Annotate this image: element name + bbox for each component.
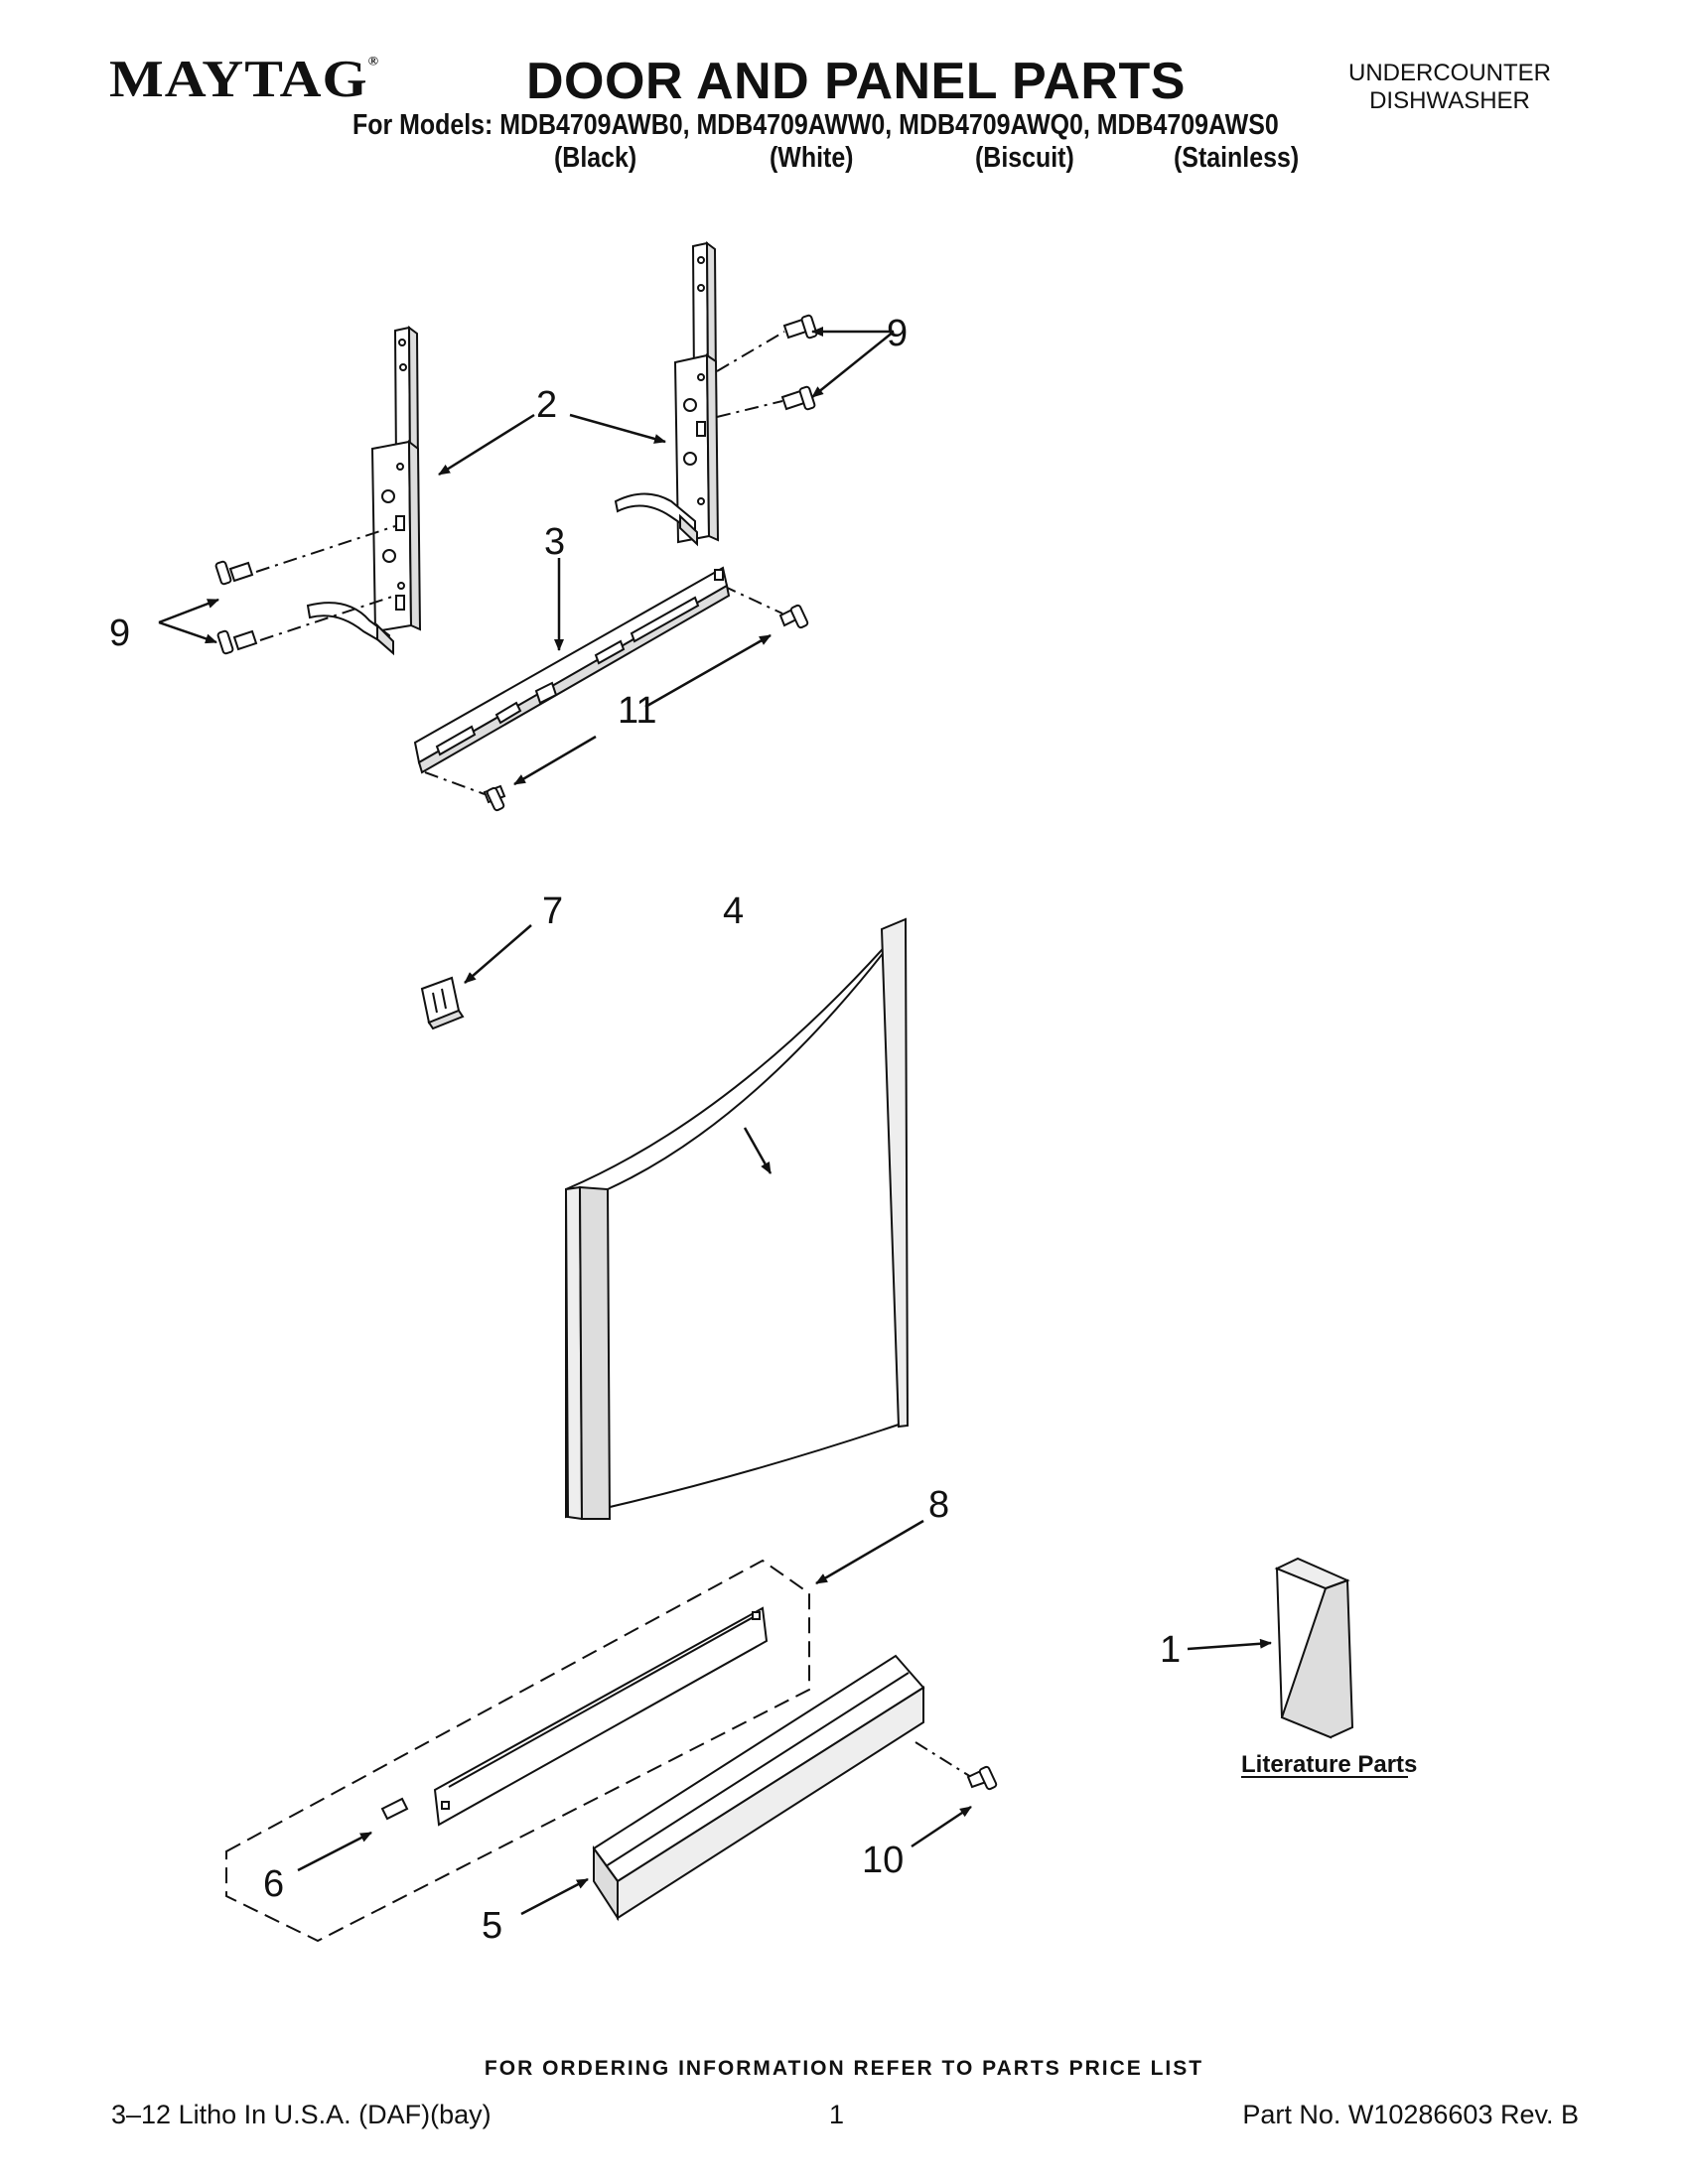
arrow-2-right <box>569 413 666 444</box>
callout-3: 3 <box>544 521 565 563</box>
toe-panel-clip <box>380 1797 409 1821</box>
arrow-11-a <box>644 633 772 709</box>
color-label-stainless: (Stainless) <box>1174 142 1300 174</box>
literature-parts-label: Literature Parts <box>1241 1751 1417 1778</box>
color-label-black: (Black) <box>554 142 637 174</box>
callout-8: 8 <box>928 1484 949 1526</box>
hinge-screw-lower-left <box>216 629 258 655</box>
ordering-note: FOR ORDERING INFORMATION REFER TO PARTS … <box>484 2057 1204 2080</box>
arrow-4 <box>743 1127 773 1174</box>
appliance-type-line2: DISHWASHER <box>1369 87 1530 114</box>
toe-panel-kit-boundary <box>225 1559 810 1943</box>
callout-6: 6 <box>263 1863 284 1905</box>
arrow-1 <box>1187 1638 1272 1651</box>
arrow-10 <box>911 1805 972 1848</box>
color-label-biscuit: (Biscuit) <box>975 142 1074 174</box>
page-number: 1 <box>829 2100 845 2129</box>
callout-5: 5 <box>482 1905 502 1947</box>
handle-end-cap <box>420 976 465 1030</box>
door-panel <box>564 917 910 1521</box>
hinge-screw-lower-right <box>780 385 816 411</box>
model-list: For Models: MDB4709AWB0, MDB4709AWW0, MD… <box>352 109 1279 141</box>
hinge-screw-upper-left <box>214 560 254 586</box>
litho-info: 3–12 Litho In U.S.A. (DAF)(bay) <box>111 2100 492 2129</box>
callout-1: 1 <box>1160 1629 1181 1671</box>
arrow-9-left-a <box>158 598 219 624</box>
left-hinge-bracket <box>306 325 422 656</box>
brace-screw-right <box>778 604 809 629</box>
arrow-5 <box>520 1877 589 1916</box>
arrow-11-b <box>513 735 597 786</box>
arrow-8 <box>815 1519 924 1585</box>
literature-booklet <box>1274 1557 1354 1739</box>
part-number: Part No. W10286603 Rev. B <box>1242 2100 1579 2129</box>
hinge-screw-upper-right <box>782 314 818 340</box>
brace-screw-left <box>483 784 506 812</box>
callout-7: 7 <box>542 890 563 932</box>
arrow-6 <box>297 1831 372 1872</box>
toe-panel-insert <box>433 1606 769 1827</box>
arrow-9-left-b <box>158 620 217 644</box>
door-brace <box>413 566 731 774</box>
callout-2: 2 <box>536 384 557 426</box>
brand-logo: MAYTAG® <box>109 48 379 108</box>
kick-plate <box>592 1654 925 1922</box>
kick-plate-screw <box>966 1765 998 1791</box>
callout-4: 4 <box>723 890 744 932</box>
arrow-7 <box>464 924 532 984</box>
color-label-white: (White) <box>770 142 854 174</box>
arrow-2-left <box>438 413 535 477</box>
appliance-type-line1: UNDERCOUNTER <box>1348 60 1551 86</box>
callout-10: 10 <box>862 1840 904 1881</box>
arrow-9-top-b <box>811 331 895 398</box>
right-hinge-bracket <box>614 240 720 547</box>
callout-9-left: 9 <box>109 613 130 654</box>
page-title: DOOR AND PANEL PARTS <box>526 53 1186 110</box>
callout-9-upper: 9 <box>887 313 908 354</box>
appliance-type: UNDERCOUNTER DISHWASHER <box>1331 60 1569 115</box>
callout-11: 11 <box>618 690 656 732</box>
